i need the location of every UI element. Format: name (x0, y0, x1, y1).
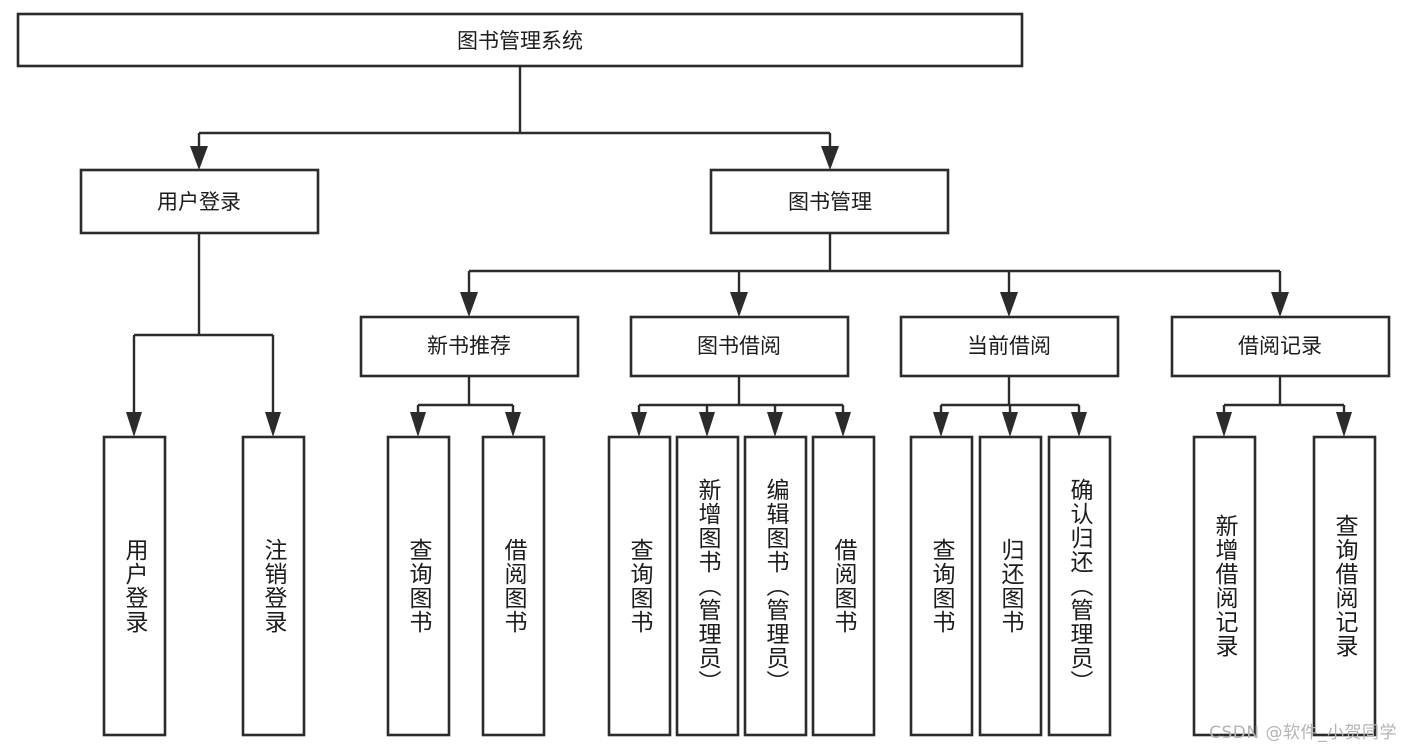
csdn-watermark: CSDN @软件_小贺同学 (1209, 723, 1397, 743)
leaf-return-book-box[interactable] (978, 435, 1043, 737)
arrow-head-leaf-add-book (699, 412, 715, 437)
leaf-user-logout-label: 注销登录 (260, 538, 288, 634)
leaf-confirm-return-box[interactable] (1047, 435, 1112, 737)
arrow-head-leaf-query-book-2 (631, 412, 647, 437)
leaf-user-login-label: 用户登录 (121, 538, 149, 634)
leaf-add-record-label: 新增借阅记录 (1211, 514, 1239, 658)
node-borrow-record-label: 借阅记录 (1238, 334, 1322, 358)
leaf-query-book-3-box[interactable] (909, 435, 974, 737)
leaf-return-book-label: 归还图书 (997, 538, 1025, 634)
leaf-add-record[interactable]: 新增借阅记录 (1192, 435, 1257, 737)
node-root-box[interactable] (16, 12, 1024, 68)
leaf-query-record-box[interactable] (1312, 435, 1377, 737)
arrow-head-book-borrow (730, 292, 748, 317)
leaf-query-book-1-box[interactable] (386, 435, 451, 737)
arrow-head-user-login (190, 146, 208, 170)
arrow-head-borrow-record (1271, 292, 1289, 317)
node-book-management-label: 图书管理 (788, 190, 872, 214)
node-borrow-record[interactable]: 借阅记录 (1170, 315, 1391, 378)
node-root[interactable]: 图书管理系统 (16, 12, 1024, 68)
leaf-borrow-book-1-box[interactable] (481, 435, 546, 737)
arrow-head-leaf-query-book-3 (933, 412, 949, 437)
leaf-query-book-1[interactable]: 查询图书 (386, 435, 451, 737)
arrow-head-leaf-borrow-book-1 (505, 412, 521, 437)
leaf-user-login-box[interactable] (102, 435, 167, 737)
leaf-add-book-label: 新增图书（管理员） (694, 478, 722, 694)
arrow-head-leaf-borrow-book-2 (835, 412, 851, 437)
node-current-borrow[interactable]: 当前借阅 (899, 315, 1120, 378)
node-borrow-record-box[interactable] (1170, 315, 1391, 378)
arrow-head-leaf-query-book-1 (410, 412, 426, 437)
leaf-add-record-box[interactable] (1192, 435, 1257, 737)
node-book-management-box[interactable] (709, 168, 950, 235)
leaf-user-login[interactable]: 用户登录 (102, 435, 167, 737)
arrow-head-leaf-return-book (1002, 412, 1018, 437)
leaf-add-book-box[interactable] (675, 435, 740, 737)
leaf-edit-book[interactable]: 编辑图书（管理员） (743, 435, 808, 737)
leaf-edit-book-label: 编辑图书（管理员） (762, 478, 790, 694)
node-new-book-recommend[interactable]: 新书推荐 (359, 315, 580, 378)
arrow-head-new-book-recommend (460, 292, 478, 317)
arrow-head-leaf-add-record (1216, 412, 1232, 437)
leaf-borrow-book-2-box[interactable] (811, 435, 876, 737)
leaf-query-record[interactable]: 查询借阅记录 (1312, 435, 1377, 737)
node-root-label: 图书管理系统 (457, 29, 583, 53)
arrow-head-current-borrow (1000, 292, 1018, 317)
arrow-head-book-management (821, 146, 839, 170)
leaf-query-book-3-label: 查询图书 (928, 538, 956, 634)
leaf-query-book-2-label: 查询图书 (626, 538, 654, 634)
leaf-borrow-book-1[interactable]: 借阅图书 (481, 435, 546, 737)
connector-layer (126, 66, 1352, 437)
node-user-login-label: 用户登录 (157, 190, 241, 214)
node-user-login[interactable]: 用户登录 (79, 168, 320, 235)
node-current-borrow-label: 当前借阅 (967, 334, 1051, 358)
arrow-head-leaf-user-logout (265, 412, 281, 437)
leaf-query-book-3[interactable]: 查询图书 (909, 435, 974, 737)
leaf-borrow-book-1-label: 借阅图书 (500, 538, 528, 634)
node-user-login-box[interactable] (79, 168, 320, 235)
leaf-return-book[interactable]: 归还图书 (978, 435, 1043, 737)
node-book-management[interactable]: 图书管理 (709, 168, 950, 235)
arrow-head-leaf-query-record (1336, 412, 1352, 437)
leaf-query-book-2-box[interactable] (607, 435, 672, 737)
node-new-book-recommend-box[interactable] (359, 315, 580, 378)
leaf-query-record-label: 查询借阅记录 (1331, 514, 1359, 658)
node-current-borrow-box[interactable] (899, 315, 1120, 378)
leaf-edit-book-box[interactable] (743, 435, 808, 737)
node-book-borrow-box[interactable] (629, 315, 850, 378)
node-new-book-recommend-label: 新书推荐 (427, 334, 511, 358)
leaf-user-logout[interactable]: 注销登录 (241, 435, 306, 737)
leaf-query-book-2[interactable]: 查询图书 (607, 435, 672, 737)
leaf-confirm-return[interactable]: 确认归还（管理员） (1047, 435, 1112, 737)
node-book-borrow[interactable]: 图书借阅 (629, 315, 850, 378)
arrow-head-leaf-user-login (126, 412, 142, 437)
leaf-query-book-1-label: 查询图书 (405, 538, 433, 634)
leaf-add-book[interactable]: 新增图书（管理员） (675, 435, 740, 737)
node-book-borrow-label: 图书借阅 (697, 334, 781, 358)
leaf-user-logout-box[interactable] (241, 435, 306, 737)
leaf-borrow-book-2-label: 借阅图书 (830, 538, 858, 634)
arrow-head-leaf-confirm-return (1071, 412, 1087, 437)
arrow-head-leaf-edit-book (767, 412, 783, 437)
leaf-confirm-return-label: 确认归还（管理员） (1066, 478, 1094, 694)
leaf-borrow-book-2[interactable]: 借阅图书 (811, 435, 876, 737)
